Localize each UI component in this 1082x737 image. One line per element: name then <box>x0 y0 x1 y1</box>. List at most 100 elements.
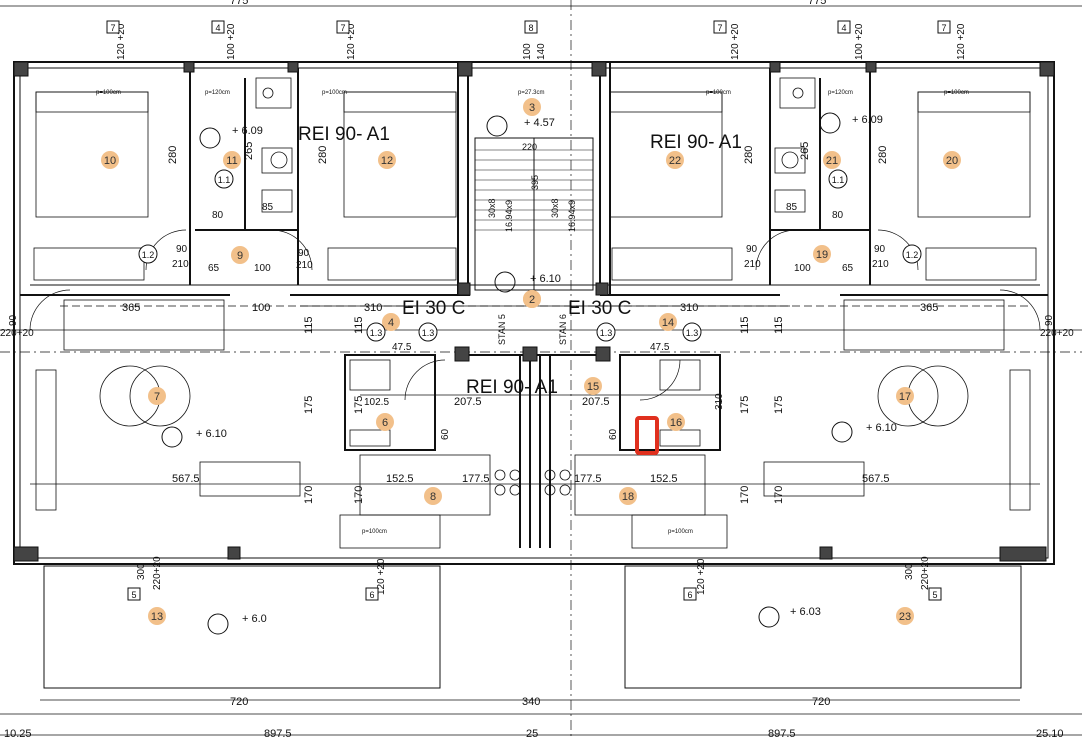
room-number-label: 21 <box>826 155 838 167</box>
dim-w-85-l: 85 <box>262 202 274 213</box>
dim-kitchen-left: 152.5 <box>386 473 414 485</box>
door-tag-6: 6 <box>365 587 379 601</box>
elevation-11: + 6.09 <box>232 125 263 137</box>
door-tag-label: 7 <box>340 23 345 33</box>
room-number-20: 20 <box>943 151 961 169</box>
stair-flight-4: 16.94x9 <box>567 200 577 232</box>
door-note-p100-c: p=100cm <box>706 90 731 96</box>
dim-h175-b: 175 <box>353 396 365 414</box>
room-marker-disc <box>382 313 400 331</box>
room-number-label: 15 <box>587 381 599 393</box>
dim-living-right: 365 <box>920 302 938 314</box>
door-tag-6: 6 <box>683 587 697 601</box>
dim-w-210-r: 210 <box>744 259 761 270</box>
room-number-18: 18 <box>619 487 637 505</box>
dim-dining-left: 567.5 <box>172 473 200 485</box>
room-number-label: 20 <box>946 155 958 167</box>
dim-bottom-left: 897.5 <box>264 728 292 737</box>
door-tag-4: 4 <box>211 20 225 34</box>
dim-h265-r: 265 <box>799 142 811 160</box>
ei-label-left: EI 30 C <box>402 298 465 319</box>
dim-h115-a: 115 <box>303 316 315 334</box>
dim-w-140: 140 <box>536 43 547 60</box>
structural-columns <box>13 61 1055 562</box>
highlight-marker[interactable] <box>635 416 659 455</box>
room-marker-disc <box>378 151 396 169</box>
room-marker-disc <box>896 607 914 625</box>
room-number-19: 19 <box>813 245 831 263</box>
dim-w-80-l: 80 <box>212 210 224 221</box>
room-marker-disc <box>667 413 685 431</box>
dim-bath-207-r: 207.5 <box>582 396 610 408</box>
dim-w-90-l: 90 <box>176 244 188 255</box>
door-tag-label: 4 <box>215 23 220 33</box>
rei-label-left: REI 90- A1 <box>298 124 390 145</box>
dim-w-210-r2: 210 <box>872 259 889 270</box>
dim-w-210-l2: 210 <box>296 260 313 271</box>
dim-bottom-right: 897.5 <box>768 728 796 737</box>
elevation-marker-icon <box>161 112 853 635</box>
room-number-8: 8 <box>424 487 442 505</box>
dim-h265-l: 265 <box>243 142 255 160</box>
room-marker-disc <box>666 151 684 169</box>
door-tag-5: 5 <box>127 587 141 601</box>
door-tag-label: 1.3 <box>686 328 699 338</box>
door-tag-8: 8 <box>524 20 538 34</box>
room-number-17: 17 <box>896 387 914 405</box>
door-tag-label: 1.1 <box>218 175 231 185</box>
door-note-p27: p=27.3cm <box>518 90 545 96</box>
stair-flight-1: 30x8 <box>487 198 497 218</box>
dim-w-100: 100 <box>522 43 533 60</box>
dim-hall-100: 100 <box>252 302 270 314</box>
door-tag-label: 1.3 <box>370 328 383 338</box>
door-tag-1.1: 1.1 <box>828 169 848 189</box>
dim-w-100-r2: 100 <box>794 263 811 274</box>
dim-kit-177-r: 177.5 <box>574 473 602 485</box>
dim-kit-177-l: 177.5 <box>462 473 490 485</box>
room-number-label: 11 <box>226 155 237 167</box>
dim-h170-d: 170 <box>773 486 785 504</box>
wall-labels: REI 90- A1 REI 90- A1 REI 90- A1 EI 30 C… <box>298 124 742 398</box>
room-number-3: 3 <box>523 98 541 116</box>
dim-w-47-r: 47.5 <box>650 342 670 353</box>
room-number-label: 13 <box>151 611 163 623</box>
dim-w-90-r2: 90 <box>874 244 886 255</box>
dim-w-102-l: 102.5 <box>364 397 389 408</box>
stair-flight-3: 30x8 <box>550 198 560 218</box>
dim-h175-c: 175 <box>739 396 751 414</box>
dim-dining-right: 567.5 <box>862 473 890 485</box>
room-marker-disc <box>523 290 541 308</box>
stair-landing-width: 220 <box>522 142 537 152</box>
room-marker-disc <box>376 413 394 431</box>
dim-top-right: 775 <box>808 0 826 7</box>
dim-hall-left: 310 <box>364 302 382 314</box>
room-number-7: 7 <box>148 387 166 405</box>
room-marker-disc <box>619 487 637 505</box>
door-tag-label: 7 <box>717 23 722 33</box>
door-tag-1.1: 1.1 <box>214 169 234 189</box>
bedroom-furniture <box>33 91 1037 281</box>
door-swings <box>29 229 1041 401</box>
small-dimensions: 100 +20 120 +20 120 +20 120 +20 120 +20 … <box>0 23 1074 595</box>
door-tag-7: 7 <box>937 20 951 34</box>
door-width-notes: p=100cm p=120cm p=100cm p=27.3cm p=100cm… <box>96 90 969 535</box>
dim-w-85-r: 85 <box>786 202 798 213</box>
dim-h170-a: 170 <box>303 486 315 504</box>
door-tag-1.3: 1.3 <box>366 322 386 342</box>
dim-w-100-l2: 100 <box>254 263 271 274</box>
dim-w-120-b: 120 +20 <box>346 23 357 60</box>
dim-w-120-kl: 120 +20 <box>376 558 387 595</box>
ei-label-right: EI 30 C <box>568 298 631 319</box>
room-number-2: 2 <box>523 290 541 308</box>
dim-w-90-side-l: 90 <box>8 314 19 326</box>
room-marker-disc <box>896 387 914 405</box>
dim-h115-c: 115 <box>739 316 751 334</box>
dim-w-65-l: 65 <box>208 263 220 274</box>
dim-h280-c: 280 <box>743 146 755 164</box>
dim-w-100-120: 100 +20 <box>226 23 237 60</box>
dim-w-100-120-r: 100 +20 <box>854 23 865 60</box>
door-tag-1.3: 1.3 <box>596 322 616 342</box>
stair-flight-2: 16.94x9 <box>504 200 514 232</box>
room-number-label: 9 <box>237 250 243 262</box>
